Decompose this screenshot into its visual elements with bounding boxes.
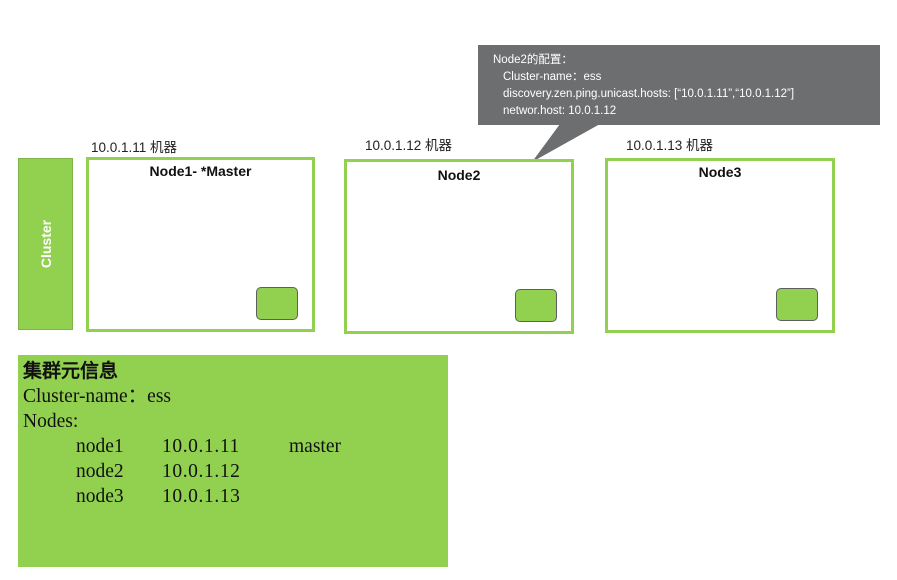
cluster-metadata-panel: 集群元信息 Cluster-name：ess Nodes: node1 10.0…	[18, 355, 448, 567]
machine-label-3: 10.0.1.13 机器	[626, 138, 714, 153]
node-name: node2	[76, 461, 124, 482]
callout-title: Node2的配置：	[493, 54, 573, 66]
node2-config-callout: Node2的配置： Cluster-name：ess discovery.zen…	[478, 45, 880, 125]
metadata-node-row: node2 10.0.1.12	[23, 459, 448, 484]
node-ip: 10.0.1.12	[162, 461, 241, 482]
cluster-label: Cluster	[37, 219, 54, 269]
node1-box: Node1- *Master	[86, 157, 315, 332]
node-ip: 10.0.1.11	[162, 436, 240, 457]
node-role: master	[289, 436, 341, 457]
node2-shard	[515, 289, 557, 322]
cluster-bar: Cluster	[18, 158, 73, 330]
machine-label-1: 10.0.1.11 机器	[91, 140, 178, 155]
node1-shard	[256, 287, 298, 320]
metadata-node-row: node3 10.0.1.13	[23, 484, 448, 509]
metadata-title: 集群元信息	[23, 360, 119, 382]
callout-line-cluster-name: Cluster-name：ess	[503, 71, 602, 83]
node-name: node1	[76, 436, 124, 457]
node-name: node3	[76, 486, 124, 507]
node1-title: Node1- *Master	[149, 163, 252, 179]
callout-line-network-host: networ.host: 10.0.1.12	[503, 105, 617, 117]
metadata-node-row: node1 10.0.1.11 master	[23, 434, 448, 459]
node3-title: Node3	[698, 164, 742, 180]
node3-box: Node3	[605, 158, 835, 333]
metadata-cluster-name: Cluster-name：ess	[23, 386, 171, 407]
node-ip: 10.0.1.13	[162, 486, 241, 507]
callout-line-unicast-hosts: discovery.zen.ping.unicast.hosts: [“10.0…	[503, 88, 795, 100]
node2-box: Node2	[344, 159, 574, 334]
metadata-nodes-label: Nodes:	[23, 411, 79, 432]
machine-label-2: 10.0.1.12 机器	[365, 138, 453, 153]
node3-shard	[776, 288, 818, 321]
node2-title: Node2	[437, 167, 481, 183]
